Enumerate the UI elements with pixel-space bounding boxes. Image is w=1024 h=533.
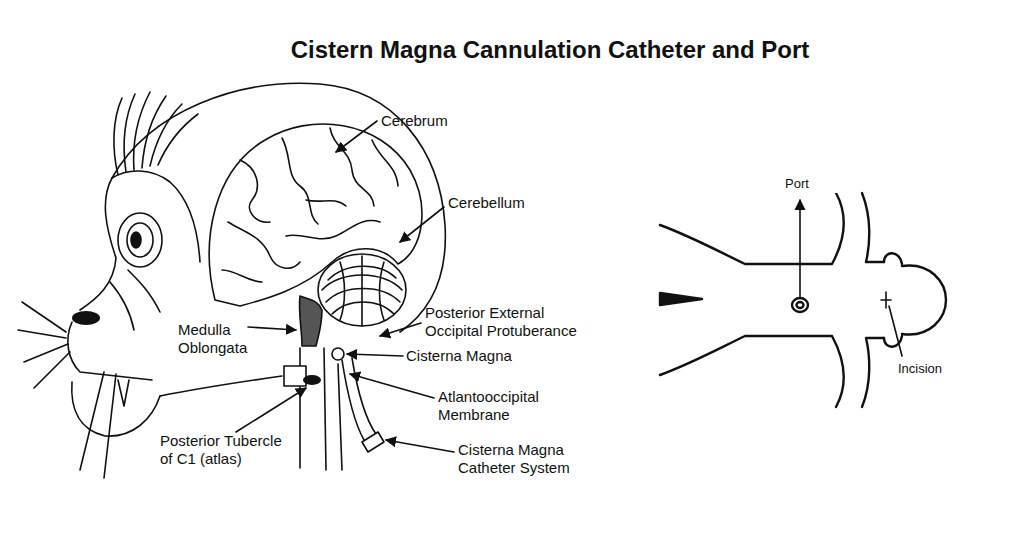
part-label: Posterior External Occipital Protuberanc… xyxy=(425,304,595,340)
part-label: Cerebrum xyxy=(381,112,501,130)
part-label: Cisterna Magna Catheter System xyxy=(458,441,598,477)
part-label: Posterior Tubercle of C1 (atlas) xyxy=(160,432,290,468)
incision-label: Incision xyxy=(896,360,970,378)
part-label: Cisterna Magna xyxy=(406,347,546,365)
part-label: Cerebellum xyxy=(448,194,568,212)
part-label: Atlantooccipital Membrane xyxy=(438,388,568,424)
part-label: Medulla Oblongata xyxy=(178,321,263,357)
port-label: Port xyxy=(783,175,847,193)
diagram-title: Cistern Magna Cannulation Catheter and P… xyxy=(291,36,810,64)
